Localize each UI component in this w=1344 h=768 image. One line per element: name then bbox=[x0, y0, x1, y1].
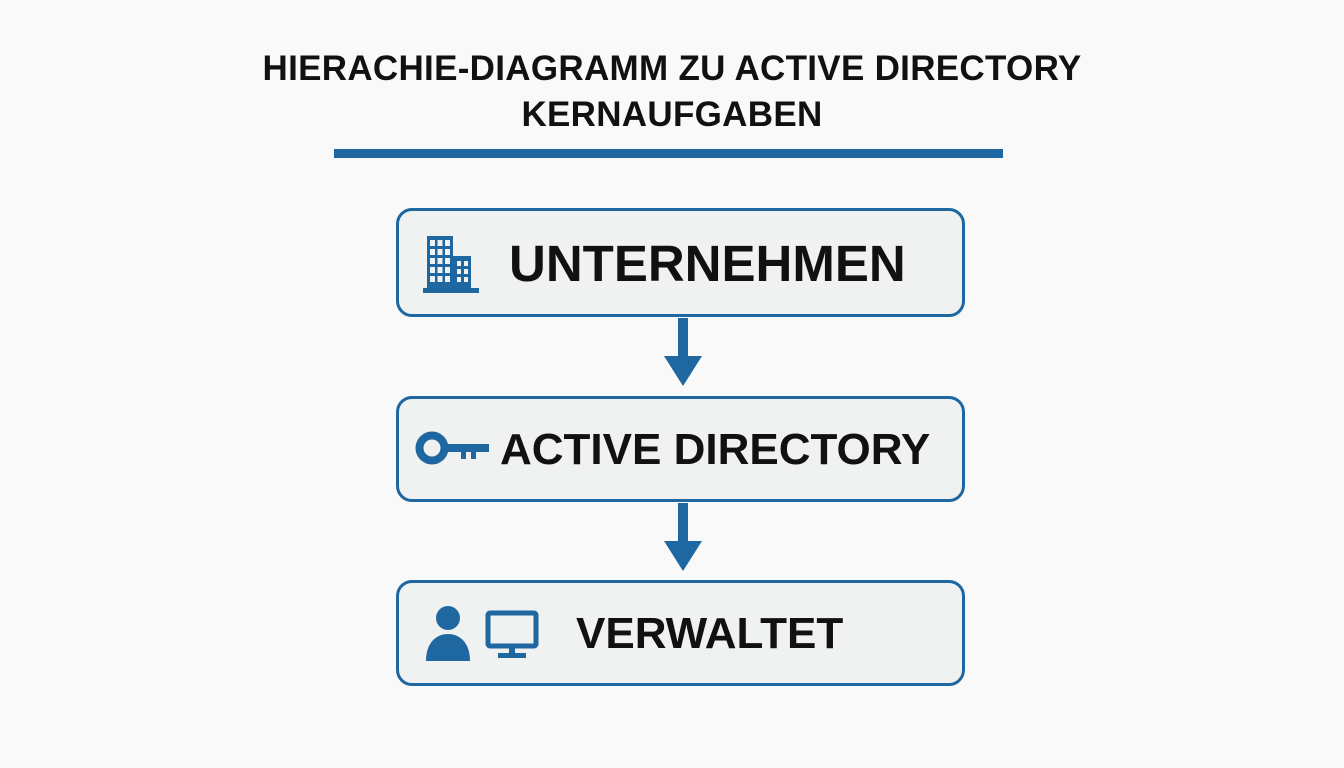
node-active-directory: ACTIVE DIRECTORY bbox=[396, 396, 965, 502]
node-verwaltet: VERWALTET bbox=[396, 580, 965, 686]
building-icon bbox=[423, 236, 479, 293]
arrow-down-icon bbox=[664, 503, 702, 571]
node-label: UNTERNEHMEN bbox=[509, 235, 906, 292]
monitor-icon bbox=[485, 610, 539, 658]
node-label: VERWALTET bbox=[576, 609, 844, 658]
node-unternehmen: UNTERNEHMEN bbox=[396, 208, 965, 317]
title-underline bbox=[334, 149, 1003, 158]
user-icon bbox=[426, 606, 470, 661]
node-label: ACTIVE DIRECTORY bbox=[500, 425, 931, 474]
key-icon bbox=[415, 431, 489, 465]
arrow-down-icon bbox=[664, 318, 702, 386]
